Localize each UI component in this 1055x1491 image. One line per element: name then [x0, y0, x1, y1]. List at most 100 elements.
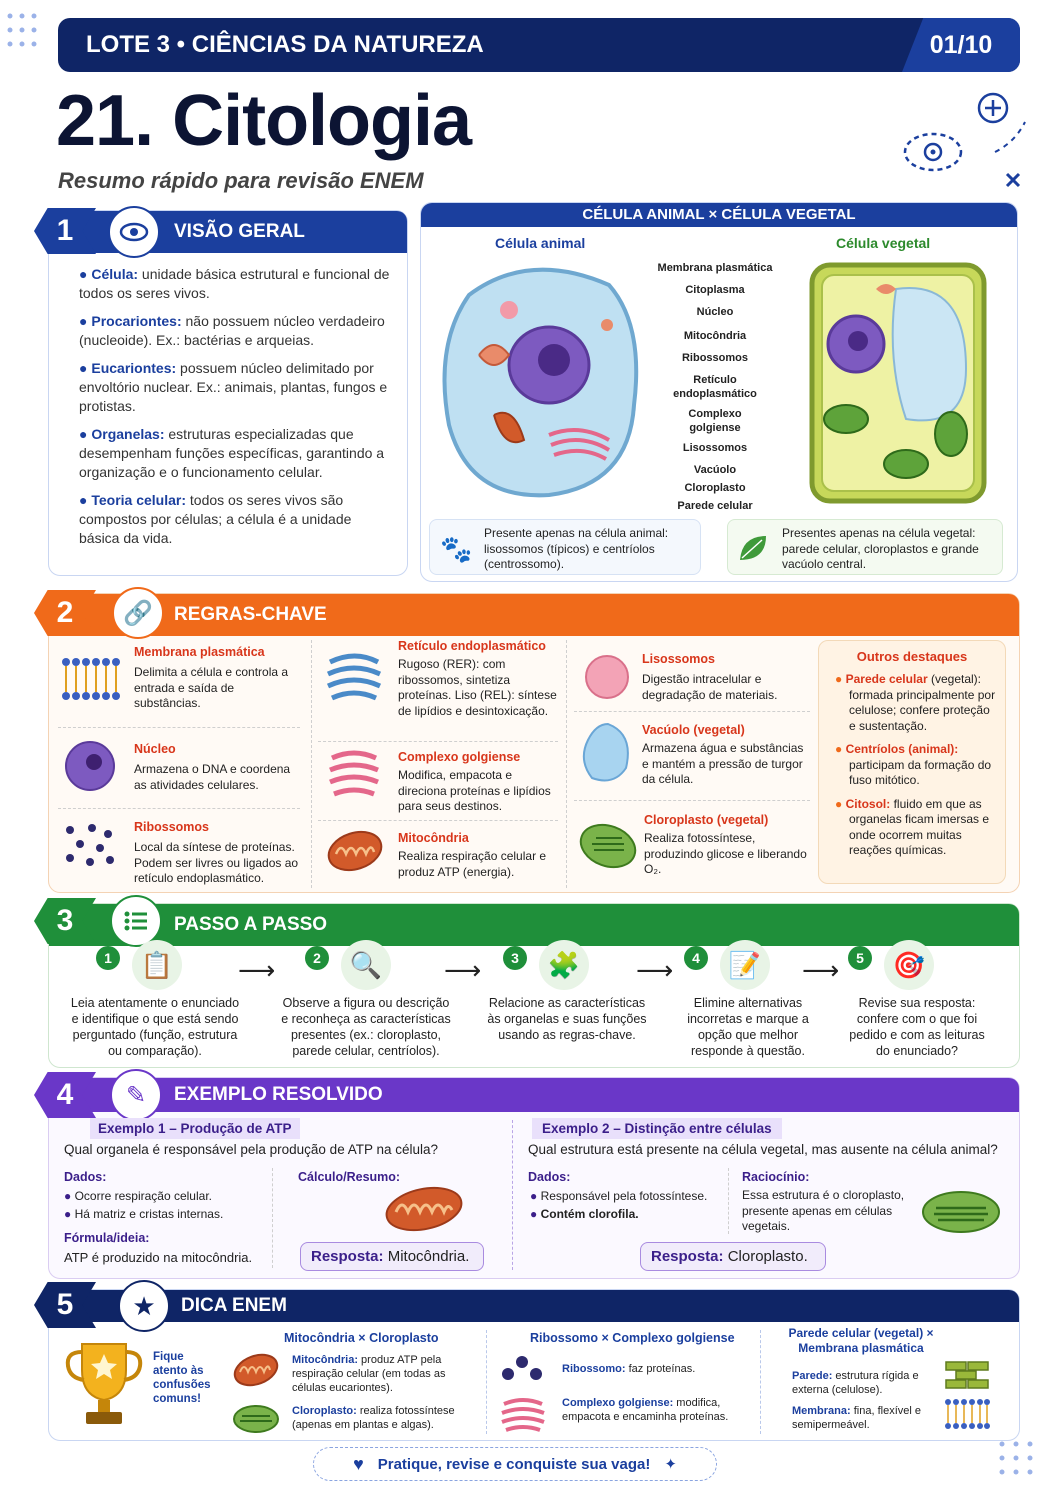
link-icon: 🔗 [112, 587, 164, 639]
arrow-right-icon: ⟶ [444, 955, 482, 985]
section-passo-a-passo: PASSO A PASSO [48, 903, 1020, 1068]
highlight-item: ● Citosol: fluido em que as organelas fi… [835, 796, 990, 858]
vacuole-icon [582, 722, 629, 782]
rule-mitocondria: Mitocôndria Realiza respiração celular e… [398, 831, 547, 879]
trophy-icon [65, 1343, 143, 1424]
clipboard-icon: 📋 [132, 940, 182, 990]
cell-icon [903, 92, 1026, 188]
page-title: 21. Citologia [56, 81, 472, 161]
rule-vacuolo: Vacúolo (vegetal) Armazena água e substâ… [642, 723, 804, 786]
divider [272, 1168, 273, 1268]
divider [566, 640, 567, 888]
dots-decoration [7, 13, 37, 47]
cell-comparison-panel: CÉLULA ANIMAL × CÉLULA VEGETAL Célula an… [420, 202, 1018, 582]
cell-wall-icon [945, 1361, 989, 1389]
page-number: 01/10 [902, 18, 1020, 72]
section-4-bar: EXEMPLO RESOLVIDO [49, 1078, 1019, 1112]
divider [486, 1330, 487, 1434]
magnifier-icon: 🔍 [341, 940, 391, 990]
footer-banner: ♥ Pratique, revise e conquiste sua vaga!… [313, 1447, 717, 1481]
section-visao-geral: VISÃO GERAL ● Célula: unidade básica est… [48, 210, 408, 576]
other-highlights: Outros destaques ● Parede celular (veget… [818, 640, 1006, 884]
step-number: 2 [305, 946, 329, 970]
divider [58, 727, 300, 728]
step-number: 4 [684, 946, 708, 970]
divider [574, 711, 810, 712]
divider [728, 1168, 729, 1234]
overview-item: ● Organelas: estruturas especializadas q… [79, 426, 385, 480]
rule-golgi: Complexo golgiense Modifica, empacota e … [398, 750, 551, 813]
overview-item: ● Procariontes: não possuem núcleo verda… [79, 313, 385, 348]
lysosome-icon [585, 655, 629, 699]
dots-decoration [999, 1441, 1033, 1475]
header-bar: LOTE 3 • CIÊNCIAS DA NATUREZA 01/10 [58, 18, 1020, 72]
chloroplast-icon [579, 823, 637, 869]
step-text: Elimine alternativas incorretas e marque… [687, 996, 809, 1058]
arrow-right-icon: ⟶ [802, 955, 840, 985]
section-4-title: EXEMPLO RESOLVIDO [174, 1084, 383, 1105]
checklist-icon: 📝 [720, 940, 770, 990]
ribosomes-icon [502, 1356, 542, 1380]
step-number: 1 [96, 946, 120, 970]
step-number: 3 [503, 946, 527, 970]
target-icon: 🎯 [884, 940, 934, 990]
divider [311, 640, 312, 888]
tip-col-1-heading: Mitocôndria × Cloroplasto [284, 1331, 439, 1345]
divider [318, 741, 558, 742]
rule-reticulo: Retículo endoplasmático Rugoso (RER): co… [398, 639, 557, 718]
plant-cell-label: Célula vegetal [836, 235, 931, 251]
lote-label: LOTE 3 • CIÊNCIAS DA NATUREZA [86, 31, 484, 58]
section-1-title: VISÃO GERAL [174, 221, 305, 242]
tip-col-3-heading: Parede celular (vegetal) × Membrana plas… [788, 1326, 934, 1355]
divider [760, 1330, 761, 1434]
puzzle-icon: 🧩 [539, 940, 589, 990]
section-1-bar: VISÃO GERAL [49, 211, 407, 253]
section-5-title: DICA ENEM [181, 1295, 287, 1316]
star-icon: ★ [118, 1280, 170, 1332]
section-dica-enem: DICA ENEM [48, 1289, 1020, 1441]
heart-icon: ♥ [353, 1453, 364, 1474]
example-2-tag: Exemplo 2 – Distinção entre células [532, 1118, 782, 1139]
rule-membrana: Membrana plasmática Delimita a célula e … [134, 645, 289, 710]
mitochondria-icon [233, 1353, 279, 1387]
section-2-bar: REGRAS-CHAVE [49, 594, 1019, 636]
chloroplast-icon [922, 1191, 1000, 1233]
tip-callout: Fique atento às confusões comuns! [153, 1351, 211, 1405]
animal-only-note: 🐾 Presente apenas na célula animal: liso… [429, 519, 701, 575]
plant-only-note: Presentes apenas na célula vegetal: pare… [727, 519, 1003, 575]
section-exemplo-resolvido: EXEMPLO RESOLVIDO [48, 1077, 1020, 1279]
nucleus-icon [65, 741, 115, 791]
step-text: Observe a figura ou descrição e reconheç… [281, 996, 451, 1058]
overview-item: ● Teoria celular: todos os seres vivos s… [79, 492, 352, 546]
overview-item: ● Célula: unidade básica estrutural e fu… [79, 266, 390, 301]
animal-cell-illustration [442, 267, 639, 498]
step-text: Revise sua resposta: confere com o que f… [849, 996, 985, 1058]
arrow-right-icon: ⟶ [636, 955, 674, 985]
divider [574, 800, 810, 801]
list-icon [110, 895, 162, 947]
mitochondria-icon [385, 1186, 463, 1232]
arrow-right-icon: ⟶ [238, 955, 276, 985]
paw-icon: 🐾 [440, 534, 473, 564]
example-2-question: Qual estrutura está presente na célula v… [528, 1142, 998, 1157]
step-number: 5 [848, 946, 872, 970]
pencil-icon: ✎ [110, 1069, 162, 1121]
rule-ribossomos: Ribossomos Local da síntese de proteínas… [134, 820, 299, 885]
rule-cloroplasto: Cloroplasto (vegetal) Realiza fotossínte… [644, 813, 807, 876]
tip-col-2-heading: Ribossomo × Complexo golgiense [530, 1331, 735, 1345]
divider [58, 808, 300, 809]
example-1-answer: Resposta: Mitocôndria. [300, 1242, 484, 1271]
eye-icon [108, 206, 160, 258]
membrane-icon [62, 658, 120, 700]
membrane-icon [945, 1399, 990, 1429]
section-3-title: PASSO A PASSO [174, 914, 328, 935]
organelle-labels: Membrana plasmática Citoplasma Núcleo Mi… [657, 262, 773, 512]
section-2-title: REGRAS-CHAVE [174, 604, 327, 625]
divider [512, 1120, 513, 1270]
overview-item: ● Eucariontes: possuem núcleo delimitado… [79, 360, 388, 414]
plant-cell-illustration [809, 262, 987, 504]
step-text: Leia atentamente o enunciado e identifiq… [70, 996, 240, 1058]
ribosomes-icon [66, 824, 114, 866]
rule-lisossomos: Lisossomos Digestão intracelular e degra… [642, 652, 778, 702]
example-1-question: Qual organela é responsável pela produçã… [64, 1142, 439, 1157]
